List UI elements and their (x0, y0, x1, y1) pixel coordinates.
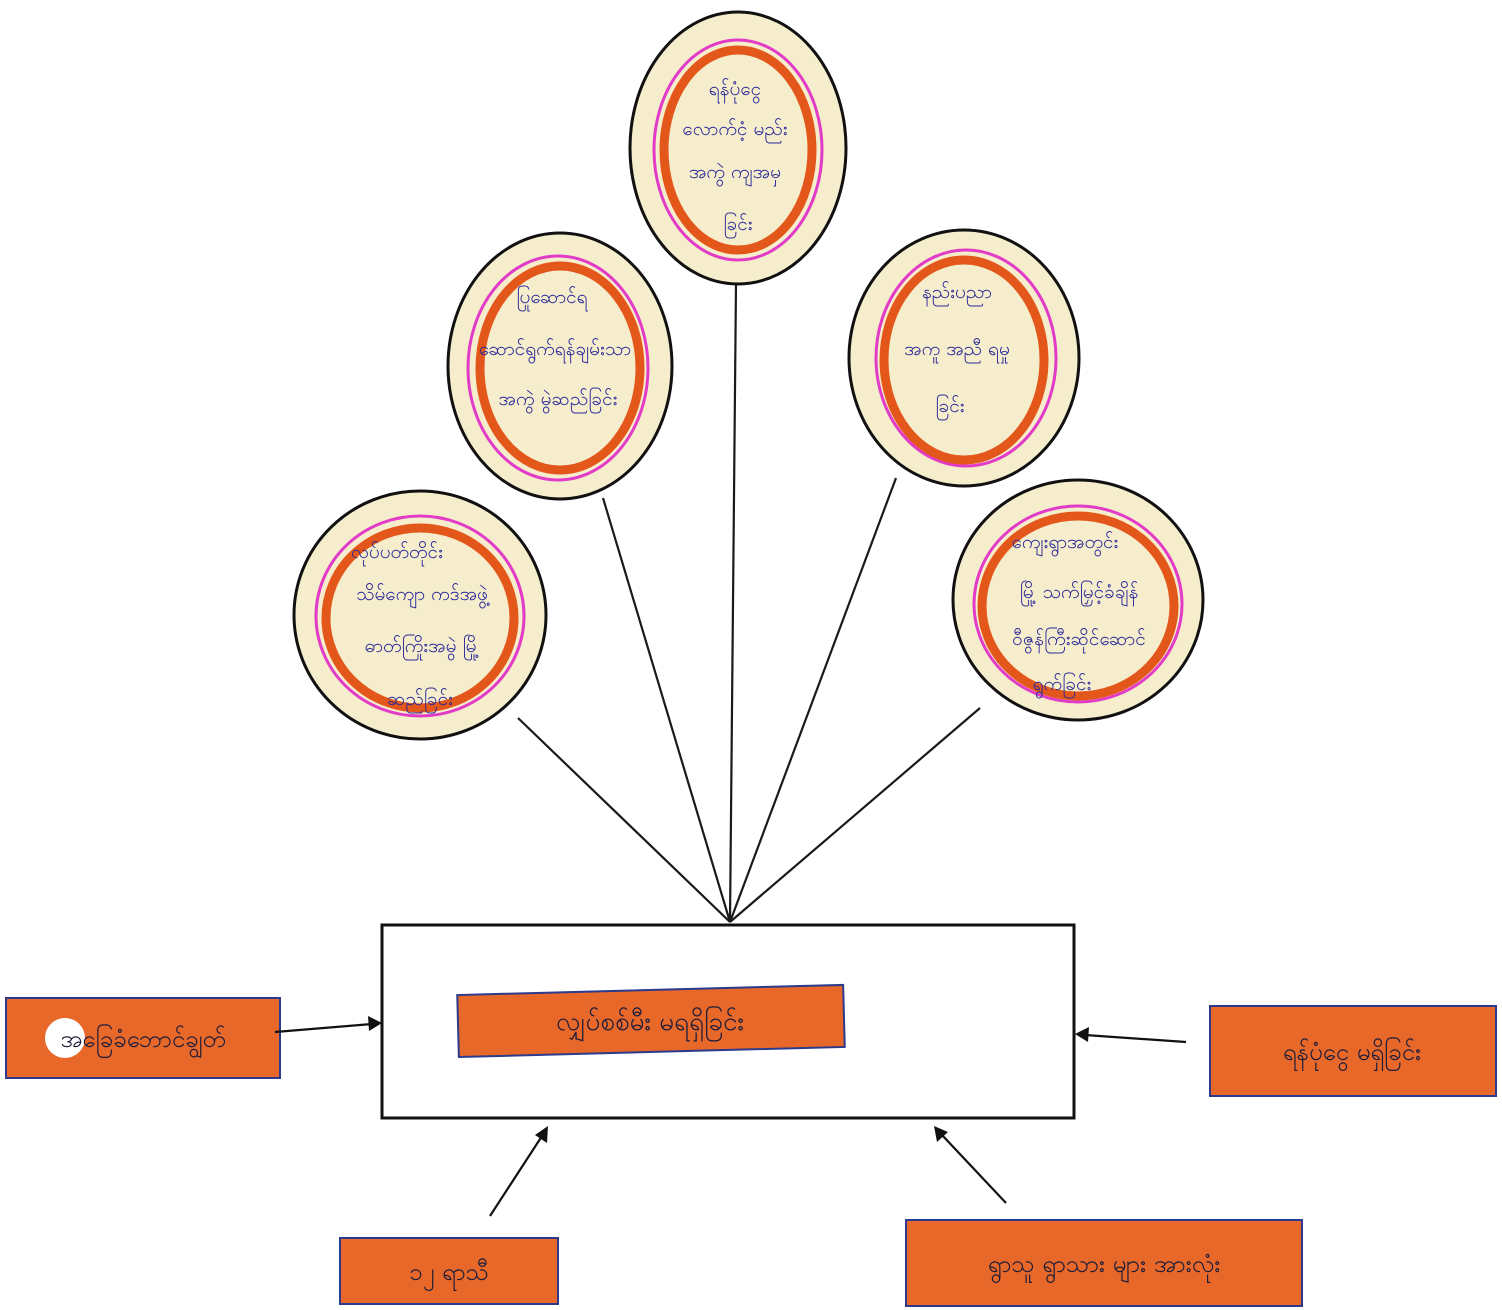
arrow-bottom-left (489, 1135, 543, 1217)
svg-text:ပြုဆောင်ရ ဆောင်ရွက်ရန်ချ: ပြုဆောင်ရ ဆောင်ရွက်ရန်ချမ်းသာ အကွဲ မွဲဆည… (479, 284, 637, 414)
cause-bottom-right: ရွာသူ ရွာသား များ အားလုံး (905, 1126, 1303, 1307)
bubble-line: ဝီဇွန်ကြီးဆိုင်ဆောင် (1012, 626, 1146, 654)
bubble-line: အကူ အညီ ရမှု (904, 337, 1010, 364)
bubble-line: ရန်ပုံငွေ (709, 77, 761, 104)
arrowhead-bottom-left (535, 1126, 548, 1143)
bubble-implementation: ပြုဆောင်ရ ဆောင်ရွက်ရန်ချမ်းသာ အကွဲ မွဲဆည… (446, 231, 674, 501)
connector-top (728, 282, 738, 923)
connector-lower-right (729, 707, 981, 923)
connector-upper-left (601, 497, 732, 923)
bubble-wiring-access: လုပ်ပတ်တိုင်း သိမ်ကျော ကဒ်အဖွဲ့ ဓာတ်ကြို… (292, 489, 548, 741)
connector-lower-left (517, 717, 731, 923)
svg-text:လုပ်ပတ်တိုင်း သိမ်ကျော က: လုပ်ပတ်တိုင်း သိမ်ကျော ကဒ်အဖွဲ့ ဓာတ်ကြို… (351, 540, 494, 714)
bubble-line: သိမ်ကျော ကဒ်အဖွဲ့ (356, 582, 490, 609)
cause-bottom-left: ၁၂ ရာသီ (339, 1126, 559, 1305)
bubble-line: အကွဲ မွဲဆည်ခြင်း (499, 386, 618, 414)
bubble-village-power: ကျေးရွာအတွင်း မြို့ သက်မြှင့်ခံချိန် ဝီဇ… (951, 478, 1205, 722)
central-problem-box: လျှပ်စစ်မီး မရရှိခြင်း (380, 923, 1076, 1120)
svg-text:နည်းပညာ အကူ အညီ ရမှု: နည်းပညာ အကူ အညီ ရမှု ခြင်း (904, 280, 1016, 421)
bubble-funding-shortage: ရန်ပုံငွေ လောက်ငံ့ မည်း အကွဲ ကျအမှ ခြင်း (628, 10, 848, 286)
central-problem-highlight (456, 983, 846, 1059)
connector-lines (517, 282, 981, 923)
bubble-line: ဆည်ခြင်း (387, 686, 453, 714)
bubble-line: လုပ်ပတ်တိုင်း (351, 540, 443, 567)
bubble-line: ဓာတ်ကြိုးအမွဲ မြို့ (365, 633, 480, 661)
central-problem-label: လျှပ်စစ်မီး မရရှိခြင်း (556, 1004, 744, 1042)
arrowhead-bottom-right (934, 1126, 948, 1142)
bubble-line: လောက်ငံ့ မည်း (682, 117, 787, 144)
cause-bottom-left-label: ၁၂ ရာသီ (409, 1257, 489, 1291)
arrow-bottom-right (941, 1134, 1007, 1204)
cause-right: ရန်ပုံငွေ မရှိခြင်း (1075, 1005, 1497, 1097)
white-dot-mark (45, 1018, 85, 1058)
bubble-line: ခြင်း (723, 211, 752, 239)
connector-upper-right (728, 477, 898, 923)
bubble-line: ခြင်း (935, 393, 964, 421)
cause-left: အခြေခံဘောင်ချွတ် (5, 997, 382, 1079)
bubble-technical-support: နည်းပညာ အကူ အညီ ရမှု ခြင်း (847, 228, 1081, 488)
bubble-line: ရွက်ခြင်း (1033, 671, 1092, 699)
bubble-line: မြို့ သက်မြှင့်ခံချိန် (1020, 579, 1139, 607)
svg-text:ကျေးရွာအတွင်း မြို့ သက်မ: ကျေးရွာအတွင်း မြို့ သက်မြှင့်ခံချိန် ဝီဇ… (1012, 530, 1152, 699)
svg-text:ရန်ပုံငွေ လောက်ငံ့ မည်း: ရန်ပုံငွေ လောက်ငံ့ မည်း အကွဲ ကျအမှ ခြင်း (682, 77, 793, 239)
arrowhead-right (1075, 1027, 1089, 1042)
arrowhead-left (368, 1016, 382, 1031)
bubble-line: ဆောင်ရွက်ရန်ချမ်းသာ (479, 337, 631, 364)
arrow-right (1084, 1033, 1187, 1044)
bubble-line: အကွဲ ကျအမှ (689, 161, 781, 187)
arrow-left (274, 1022, 373, 1034)
bubble-line: နည်းပညာ (922, 280, 992, 307)
bubble-line: ပြုဆောင်ရ (516, 284, 588, 312)
bubble-line: ကျေးရွာအတွင်း (1012, 530, 1119, 557)
